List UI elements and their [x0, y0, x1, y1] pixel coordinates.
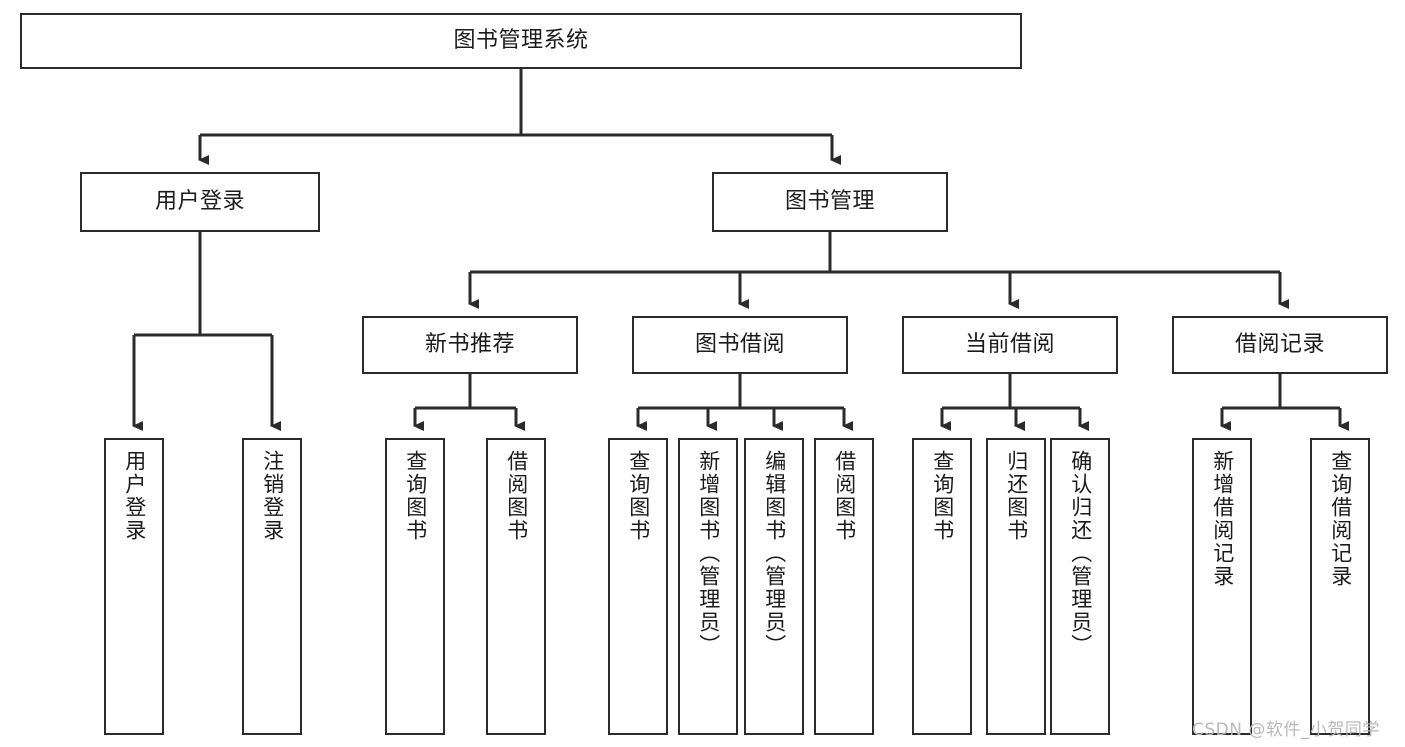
csdn-watermark: CSDN @软件_小贺同学: [1192, 720, 1380, 740]
node-borrow-record-label: 借阅记录: [1234, 331, 1325, 357]
leaf-query-book-1[interactable]: 查询图书: [385, 438, 445, 735]
leaf-confirm-return-label: 确认归还（管理员）: [1068, 450, 1093, 657]
leaf-return-book[interactable]: 归还图书: [986, 438, 1046, 735]
node-root[interactable]: 图书管理系统: [20, 13, 1022, 69]
node-book-borrow-label: 图书借阅: [694, 331, 785, 357]
leaf-user-login-label: 用户登录: [122, 450, 147, 542]
node-user-login-label: 用户登录: [154, 188, 245, 214]
node-new-book-rec[interactable]: 新书推荐: [362, 316, 578, 374]
leaf-query-record-label: 查询借阅记录: [1328, 450, 1353, 588]
leaf-borrow-book-2-label: 借阅图书: [832, 450, 857, 542]
leaf-user-login[interactable]: 用户登录: [104, 438, 164, 735]
node-book-borrow[interactable]: 图书借阅: [632, 316, 848, 374]
leaf-add-record[interactable]: 新增借阅记录: [1192, 438, 1252, 735]
leaf-query-book-2[interactable]: 查询图书: [608, 438, 668, 735]
leaf-query-book-1-label: 查询图书: [403, 450, 428, 542]
leaf-edit-book-label: 编辑图书（管理员）: [762, 450, 787, 657]
node-current-borrow[interactable]: 当前借阅: [902, 316, 1118, 374]
node-borrow-record[interactable]: 借阅记录: [1172, 316, 1388, 374]
leaf-query-book-3[interactable]: 查询图书: [912, 438, 972, 735]
leaf-borrow-book-2[interactable]: 借阅图书: [814, 438, 874, 735]
leaf-edit-book[interactable]: 编辑图书（管理员）: [744, 438, 804, 735]
leaf-query-book-3-label: 查询图书: [930, 450, 955, 542]
leaf-logout-label: 注销登录: [260, 450, 285, 542]
node-root-label: 图书管理系统: [453, 27, 589, 53]
node-new-book-rec-label: 新书推荐: [424, 331, 515, 357]
node-book-manage[interactable]: 图书管理: [712, 172, 948, 232]
leaf-confirm-return[interactable]: 确认归还（管理员）: [1050, 438, 1110, 735]
node-user-login[interactable]: 用户登录: [80, 172, 320, 232]
leaf-query-record[interactable]: 查询借阅记录: [1310, 438, 1370, 735]
leaf-borrow-book-1[interactable]: 借阅图书: [486, 438, 546, 735]
leaf-borrow-book-1-label: 借阅图书: [504, 450, 529, 542]
leaf-query-book-2-label: 查询图书: [626, 450, 651, 542]
node-book-manage-label: 图书管理: [784, 188, 875, 214]
node-current-borrow-label: 当前借阅: [964, 331, 1055, 357]
leaf-logout[interactable]: 注销登录: [242, 438, 302, 735]
leaf-add-book[interactable]: 新增图书（管理员）: [678, 438, 738, 735]
leaf-add-book-label: 新增图书（管理员）: [696, 450, 721, 657]
leaf-add-record-label: 新增借阅记录: [1210, 450, 1235, 588]
leaf-return-book-label: 归还图书: [1004, 450, 1029, 542]
